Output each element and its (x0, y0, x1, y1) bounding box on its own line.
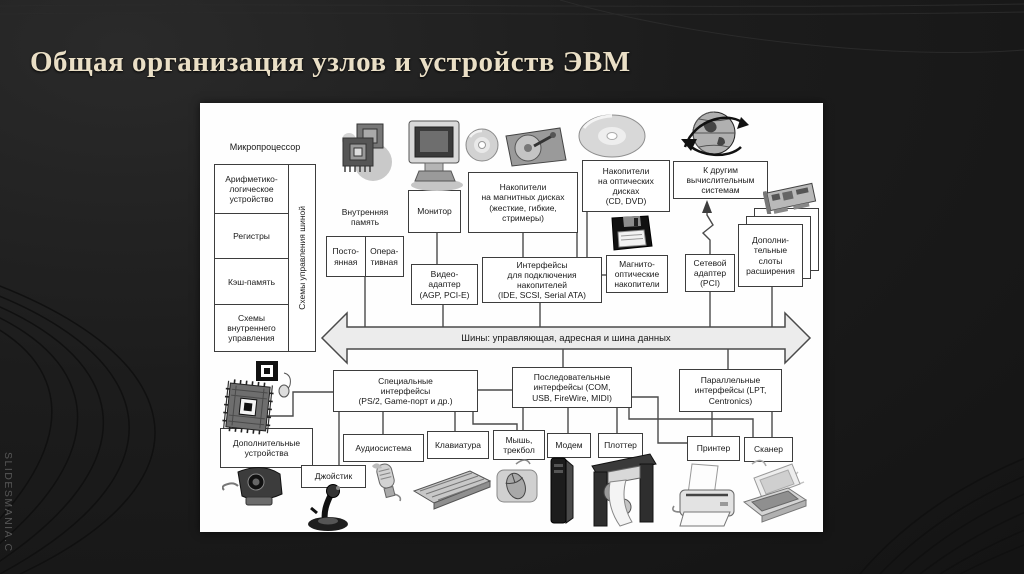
parallel-interfaces-box: Параллельные интерфейсы (LPT, Centronics… (679, 369, 782, 412)
bus-control-label: Схемы управления шиной (297, 206, 307, 310)
registers-cell: Регистры (215, 214, 288, 260)
other-systems-box: К другим вычислительным системам (673, 161, 768, 199)
optical-drives-box: Накопители на оптических дисках (CD, DVD… (582, 160, 670, 212)
magneto-optical-box: Магнито- оптические накопители (606, 255, 668, 293)
connector-lines (264, 200, 812, 465)
monitor-box: Монитор (408, 190, 461, 233)
keyboard-icon (412, 470, 492, 510)
chip-icon (222, 361, 291, 435)
bus-control-cell: Схемы управления шиной (288, 165, 315, 351)
mouse-pad-icon (496, 459, 538, 503)
microprocessor-box: Арифметико- логическое устройство Регист… (214, 164, 316, 352)
dvd-disc-icon (578, 114, 646, 158)
internal-control-cell: Схемы внутреннего управления (227, 312, 276, 344)
internal-memory-label: Внутренняя память (341, 206, 389, 227)
microprocessor-cells: Арифметико- логическое устройство Регист… (215, 165, 288, 351)
special-interfaces-box: Специальные интерфейсы (PS/2, Game-порт … (333, 370, 478, 412)
hard-drive-icon (505, 127, 567, 167)
plotter-icon (591, 453, 657, 527)
keyboard-box: Клавиатура (427, 431, 489, 459)
printer-box: Принтер (687, 436, 740, 461)
scanner-icon (742, 459, 808, 523)
microphone-icon (372, 463, 402, 502)
joystick-icon (308, 484, 348, 531)
mouse-box: Мышь, трекбол (493, 430, 545, 460)
ram-cell: Опера- тивная (370, 246, 399, 267)
additional-devices-box: Дополнительные устройства (220, 428, 313, 468)
network-adapter-box: Сетевой адаптер (PCI) (685, 254, 735, 292)
expansion-slots-box: Дополни- тельные слоты расширения (738, 224, 803, 287)
scanner-box: Сканер (744, 437, 793, 462)
watermark: SLIDESMANIA.C (2, 452, 14, 553)
internal-memory-box: Посто- янная Опера- тивная (326, 236, 404, 277)
cpu-chip-icon (342, 123, 392, 181)
printer-icon (672, 463, 735, 527)
crt-monitor-icon (408, 120, 463, 191)
slide-title: Общая организация узлов и устройств ЭВМ (30, 46, 631, 78)
webcam-icon (222, 467, 283, 506)
floppy-disk-icon (611, 215, 653, 251)
network-card-icon (763, 182, 817, 214)
modem-box: Модем (547, 433, 591, 458)
cache-cell: Кэш-память (215, 259, 288, 306)
serial-interfaces-box: Последовательные интерфейсы (COM, USB, F… (512, 367, 632, 408)
cd-disc-icon (465, 128, 499, 162)
rom-cell: Посто- янная (327, 237, 366, 276)
modem-icon (550, 457, 574, 524)
magnetic-drives-box: Накопители на магнитных дисках (жесткие,… (468, 172, 578, 233)
bus-label: Шины: управляющая, адресная и шина данны… (461, 332, 671, 344)
diagram-panel: Шины: управляющая, адресная и шина данны… (200, 103, 823, 532)
alu-cell: Арифметико- логическое устройство (215, 165, 288, 214)
plotter-box: Плоттер (598, 433, 643, 458)
audio-system-box: Аудиосистема (343, 434, 424, 462)
drive-interfaces-box: Интерфейсы для подключения накопителей (… (482, 257, 602, 303)
zigzag-arrowhead (702, 200, 712, 213)
globe-network-icon (681, 111, 749, 157)
video-adapter-box: Видео- адаптер (AGP, PCI-E) (411, 264, 478, 305)
microprocessor-title: Микропроцессор (229, 141, 301, 152)
bus-arrow (320, 311, 812, 365)
